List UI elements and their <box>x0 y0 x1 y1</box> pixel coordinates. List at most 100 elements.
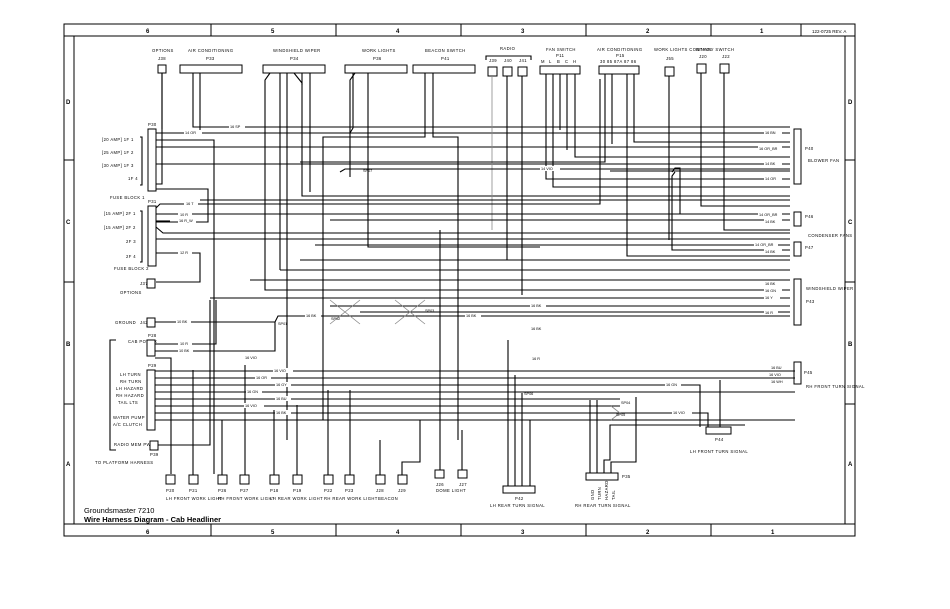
svg-text:P36: P36 <box>373 56 382 61</box>
svg-text:P44: P44 <box>715 437 724 442</box>
zone-col-3: 3 <box>521 29 525 35</box>
beacon: J28 J29 BEACON <box>375 474 408 501</box>
splice-sp07: SP07 <box>363 169 372 173</box>
zone-col-6-bottom: 6 <box>146 530 150 536</box>
svg-text:P22: P22 <box>324 488 333 493</box>
zone-row-d: D <box>66 100 71 106</box>
svg-text:P23: P23 <box>345 488 354 493</box>
svg-text:C: C <box>565 59 568 64</box>
connector-air-conditioning-relay: AIR CONDITIONING P15 30 85 87A 87 86 <box>597 47 642 75</box>
svg-text:BEACON SWITCH: BEACON SWITCH <box>425 48 466 53</box>
svg-text:P29: P29 <box>148 363 157 368</box>
svg-text:TAIL LTS: TAIL LTS <box>118 400 138 405</box>
zone-row-a-right: A <box>848 462 853 468</box>
svg-text:RH HAZARD: RH HAZARD <box>116 393 144 398</box>
svg-text:LH REAR WORK LIGHT: LH REAR WORK LIGHT <box>270 496 323 501</box>
svg-text:GROUND: GROUND <box>115 320 136 325</box>
svg-text:14 OR_BR: 14 OR_BR <box>759 213 778 217</box>
zone-col-1: 1 <box>760 29 764 35</box>
zone-row-d-right: D <box>848 100 853 106</box>
fuse-block-1: P30 [20 AMP] 1F 1 [25 AMP] 1F 2 [30 AMP]… <box>102 122 157 200</box>
windshield-wiper-motor: WINDSHIELD WIPER P43 <box>793 278 854 326</box>
zone-col-5: 5 <box>271 29 275 35</box>
svg-text:16 Y: 16 Y <box>765 296 773 300</box>
diagram-title: Wire Harness Diagram - Cab Headliner <box>84 515 221 524</box>
svg-text:16 BK: 16 BK <box>531 327 542 331</box>
blower-fan: P40 BLOWER FAN <box>793 128 839 185</box>
zone-row-c: C <box>66 220 71 226</box>
zone-col-6: 6 <box>146 29 150 35</box>
splice-sp05: SP05 <box>616 413 625 417</box>
connector-ground: GROUND J42 <box>115 317 156 328</box>
svg-text:P47: P47 <box>805 245 814 250</box>
svg-text:L: L <box>549 59 552 64</box>
zone-col-1-bottom: 1 <box>771 530 775 536</box>
dome-light: J26 J27 DOME LIGHT <box>434 469 468 493</box>
svg-text:J37: J37 <box>140 281 148 286</box>
svg-text:RADIO: RADIO <box>500 46 516 51</box>
svg-text:16 BU: 16 BU <box>771 366 782 370</box>
rh-rear-turn-signal: P35 RH REAR TURN SIGNAL GND TURN HAZARD … <box>575 472 631 508</box>
svg-text:FUSE BLOCK 1: FUSE BLOCK 1 <box>110 195 145 200</box>
svg-text:16 R_W: 16 R_W <box>179 219 193 223</box>
svg-text:CONDENSER FANS: CONDENSER FANS <box>808 233 852 238</box>
svg-text:WINDSHIELD WIPER: WINDSHIELD WIPER <box>273 48 321 53</box>
svg-text:J42: J42 <box>140 320 148 325</box>
lh-rear-work-light: P18 P19 LH REAR WORK LIGHT <box>269 474 323 501</box>
svg-text:J55: J55 <box>666 56 674 61</box>
svg-text:P26: P26 <box>218 488 227 493</box>
lh-front-work-light: P20 P21 LH FRONT WORK LIGHT <box>165 474 222 501</box>
svg-text:RADIO MEM PWR: RADIO MEM PWR <box>114 442 154 447</box>
svg-text:16 GN: 16 GN <box>247 390 258 394</box>
svg-text:P35: P35 <box>622 474 631 479</box>
svg-text:DOME LIGHT: DOME LIGHT <box>436 488 466 493</box>
splice-sp04: SP04 <box>621 401 630 405</box>
svg-text:16 GN: 16 GN <box>765 289 776 293</box>
svg-text:12 R: 12 R <box>180 251 188 255</box>
svg-text:FAN SWITCH: FAN SWITCH <box>546 47 576 52</box>
svg-text:BLOWER FAN: BLOWER FAN <box>808 158 839 163</box>
svg-text:14 BK: 14 BK <box>765 220 776 224</box>
svg-text:LH REAR TURN SIGNAL: LH REAR TURN SIGNAL <box>490 503 545 508</box>
connector-work-lights: WORK LIGHTS P36 <box>344 48 408 74</box>
connector-windshield-wiper: WINDSHIELD WIPER P34 <box>262 48 326 74</box>
lh-rear-turn-signal: P42 LH REAR TURN SIGNAL <box>490 485 545 508</box>
svg-text:16 VIO: 16 VIO <box>245 404 257 408</box>
svg-text:AIR CONDITIONING: AIR CONDITIONING <box>597 47 642 52</box>
svg-text:16 T: 16 T <box>186 202 194 206</box>
splice-sp03: SP03 <box>425 309 434 313</box>
svg-text:1F 4: 1F 4 <box>128 176 138 181</box>
svg-text:14 BK: 14 BK <box>765 250 776 254</box>
condenser-fans: P46 P47 CONDENSER FANS <box>793 211 852 257</box>
svg-text:16 BK: 16 BK <box>531 304 542 308</box>
connector-cab-power: CAB POWER P28 <box>109 333 157 451</box>
svg-text:WINDSHIELD WIPER: WINDSHIELD WIPER <box>806 286 854 291</box>
svg-text:BEACON: BEACON <box>378 496 398 501</box>
svg-text:2F 3: 2F 3 <box>126 239 136 244</box>
svg-text:J22: J22 <box>722 54 730 59</box>
svg-text:14 BK: 14 BK <box>765 162 776 166</box>
svg-text:LH FRONT WORK LIGHT: LH FRONT WORK LIGHT <box>166 496 222 501</box>
zone-row-a: A <box>66 462 71 468</box>
zone-row-c-right: C <box>848 220 853 226</box>
svg-text:10 R: 10 R <box>180 342 188 346</box>
svg-text:16 BN: 16 BN <box>765 131 776 135</box>
svg-text:HAZARD: HAZARD <box>604 480 609 500</box>
svg-text:LH FRONT TURN SIGNAL: LH FRONT TURN SIGNAL <box>690 449 748 454</box>
svg-text:WATER PUMP: WATER PUMP <box>113 415 145 420</box>
svg-text:10 R: 10 R <box>180 213 188 217</box>
svg-text:14 OR_BR: 14 OR_BR <box>755 243 774 247</box>
svg-text:TAIL: TAIL <box>611 490 616 500</box>
connector-fan-switch: FAN SWITCH P11 M L B C H <box>539 47 581 75</box>
splice-sp06: SP06 <box>524 392 533 396</box>
connector-binary-switch: BINARY SWITCH J20 J22 <box>696 47 734 74</box>
zone-col-2-bottom: 2 <box>646 530 650 536</box>
svg-text:P42: P42 <box>515 496 524 501</box>
svg-text:16 OR_BR: 16 OR_BR <box>759 147 778 151</box>
svg-text:P27: P27 <box>240 488 249 493</box>
svg-text:CAB POWER: CAB POWER <box>128 339 157 344</box>
rh-front-work-light: P26 P27 RH FRONT WORK LIGHT <box>217 474 274 501</box>
svg-text:J41: J41 <box>519 58 527 63</box>
splice-sp02: SP02 <box>331 317 340 321</box>
